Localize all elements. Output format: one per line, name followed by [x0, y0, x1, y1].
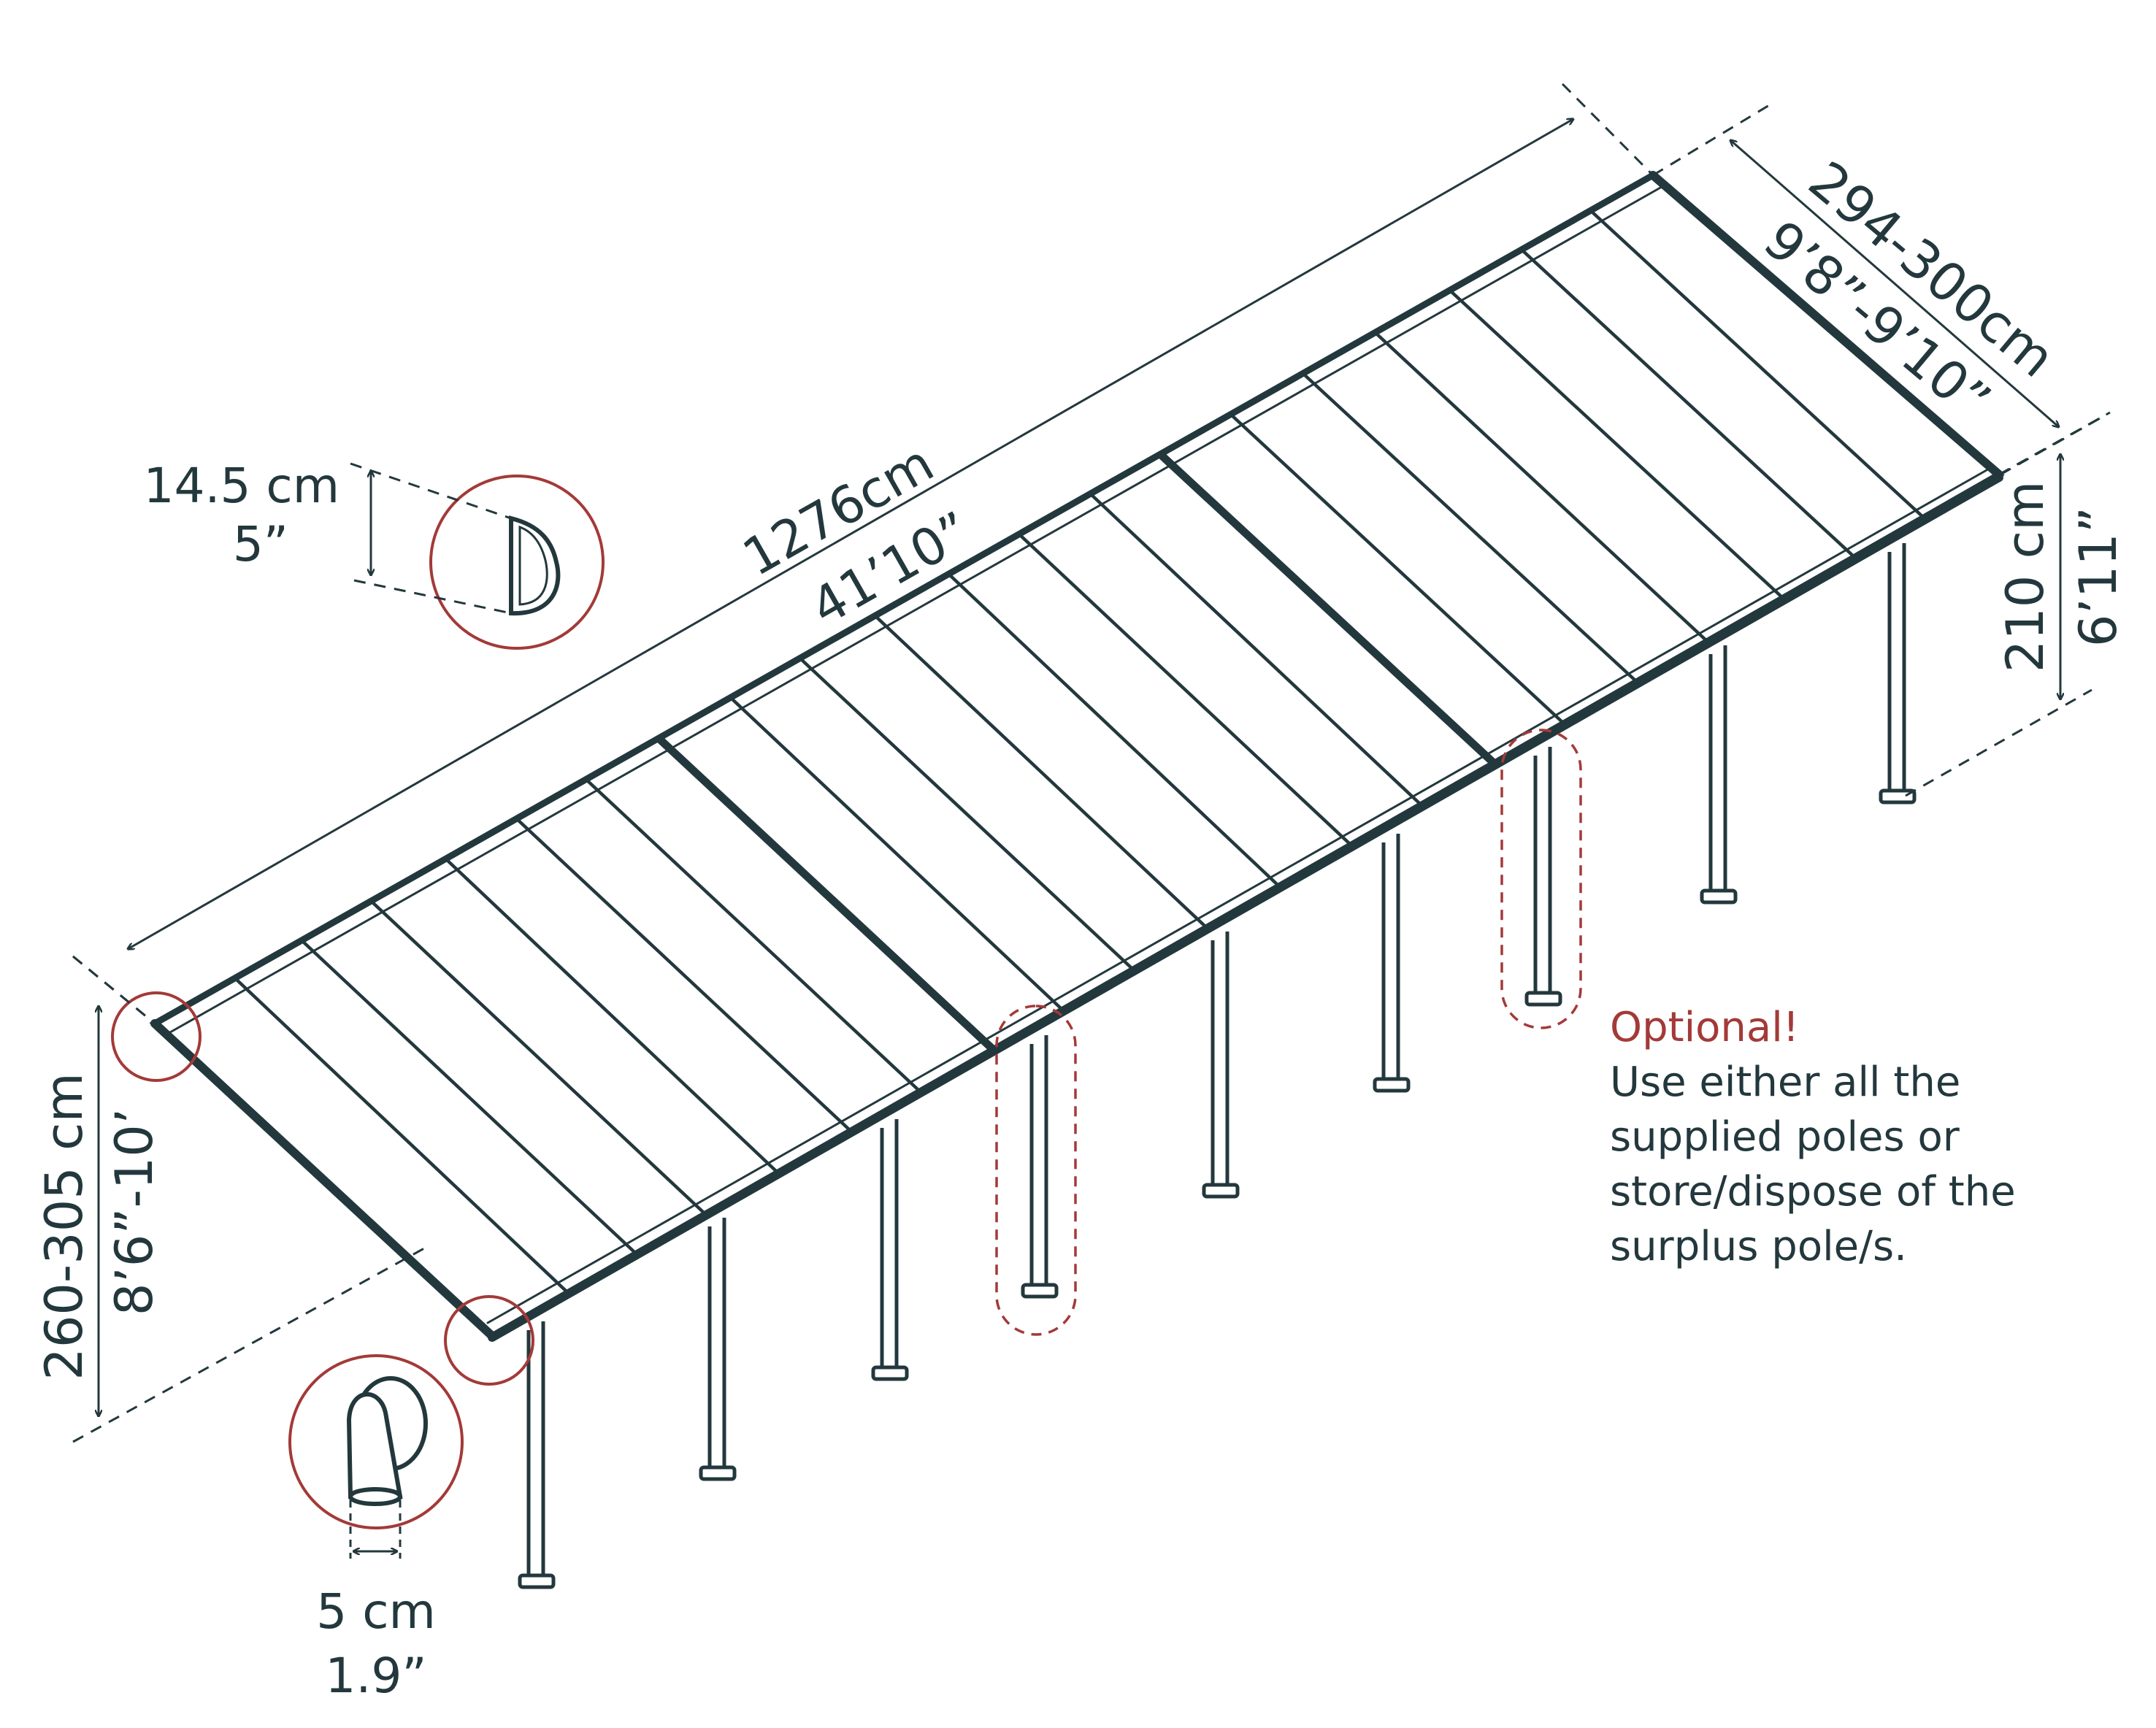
gutter-profile-icon	[509, 515, 561, 616]
post-1	[518, 1321, 556, 1589]
optional-note: Optional! Use either all the supplied po…	[1610, 1000, 2121, 1274]
front-height-cm-label: 260-305 cm	[34, 1072, 94, 1380]
wall-bracket-circle	[111, 991, 202, 1082]
post-detail-circle	[288, 1354, 464, 1529]
front-height-ft-label: 8’6”-10’	[104, 1108, 164, 1316]
gutter-dimension	[350, 462, 512, 615]
note-line-4: surplus pole/s.	[1610, 1223, 1907, 1270]
front-height-dimension	[72, 955, 431, 1443]
wall-height-cm-label: 210 cm	[1995, 481, 2055, 673]
optional-highlight-1	[995, 1005, 1077, 1336]
wall-height-dimension	[1905, 413, 2107, 797]
wall-height-ft-label: 6’11”	[2068, 507, 2128, 647]
note-title: Optional!	[1610, 1004, 1800, 1051]
post-6	[1373, 834, 1411, 1093]
gutter-corner-circle	[444, 1295, 534, 1386]
optional-post-highlights	[995, 729, 1582, 1336]
post-dimension	[349, 1500, 402, 1559]
post-in-label: 1.9”	[325, 1648, 426, 1704]
post-7-optional	[1524, 747, 1562, 1007]
optional-highlight-2	[1500, 729, 1582, 1029]
gutter-cm-label: 14.5 cm	[143, 458, 339, 514]
post-9	[1879, 543, 1917, 805]
roof-inner-back	[164, 185, 1663, 1037]
post-5	[1202, 932, 1240, 1199]
post-8	[1700, 645, 1738, 905]
note-line-3: store/dispose of the	[1610, 1168, 2016, 1216]
post-profile-icon	[346, 1376, 428, 1506]
post-cm-label: 5 cm	[316, 1583, 436, 1640]
wall-beam-edge	[150, 1019, 496, 1340]
post-4-optional	[1021, 1035, 1059, 1299]
post-2	[699, 1218, 737, 1481]
gutter-in-label: 5”	[233, 516, 288, 572]
gutter-detail-circle	[429, 475, 605, 650]
note-line-1: Use either all the	[1610, 1059, 1961, 1106]
note-line-2: supplied poles or	[1610, 1113, 1960, 1161]
post-3	[871, 1119, 909, 1381]
